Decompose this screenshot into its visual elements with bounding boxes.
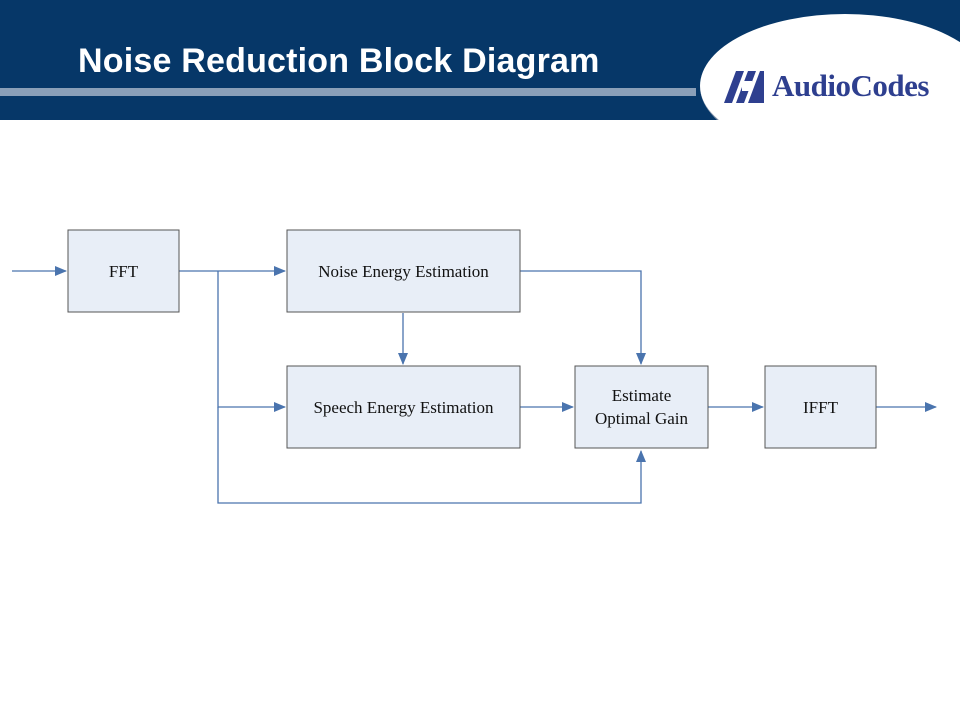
noise-energy-estimation-block: Noise Energy Estimation [286,229,521,313]
fft-block: FFT [67,229,180,313]
audiocodes-logo-icon [724,71,764,103]
gain-label-line2: Optimal Gain [595,409,689,428]
fft-label: FFT [109,262,139,281]
gain-label-line1: Estimate [612,386,671,405]
audiocodes-logo: AudioCodes [722,64,929,108]
logo-text: AudioCodes [772,68,929,103]
fft-to-speech-arrow [217,271,286,412]
noise-energy-label: Noise Energy Estimation [318,262,489,281]
estimate-optimal-gain-block: Estimate Optimal Gain [574,365,709,449]
slide-header: Noise Reduction Block Diagram AudioCodes [0,0,960,120]
fft-to-gain-bottom-arrow [217,407,646,504]
ifft-block: IFFT [764,365,877,449]
noise-to-gain-arrow [520,270,646,365]
ifft-label: IFFT [803,398,839,417]
slide-title: Noise Reduction Block Diagram [78,42,600,80]
title-rule [0,88,696,96]
speech-energy-estimation-block: Speech Energy Estimation [286,365,521,449]
speech-energy-label: Speech Energy Estimation [313,398,494,417]
